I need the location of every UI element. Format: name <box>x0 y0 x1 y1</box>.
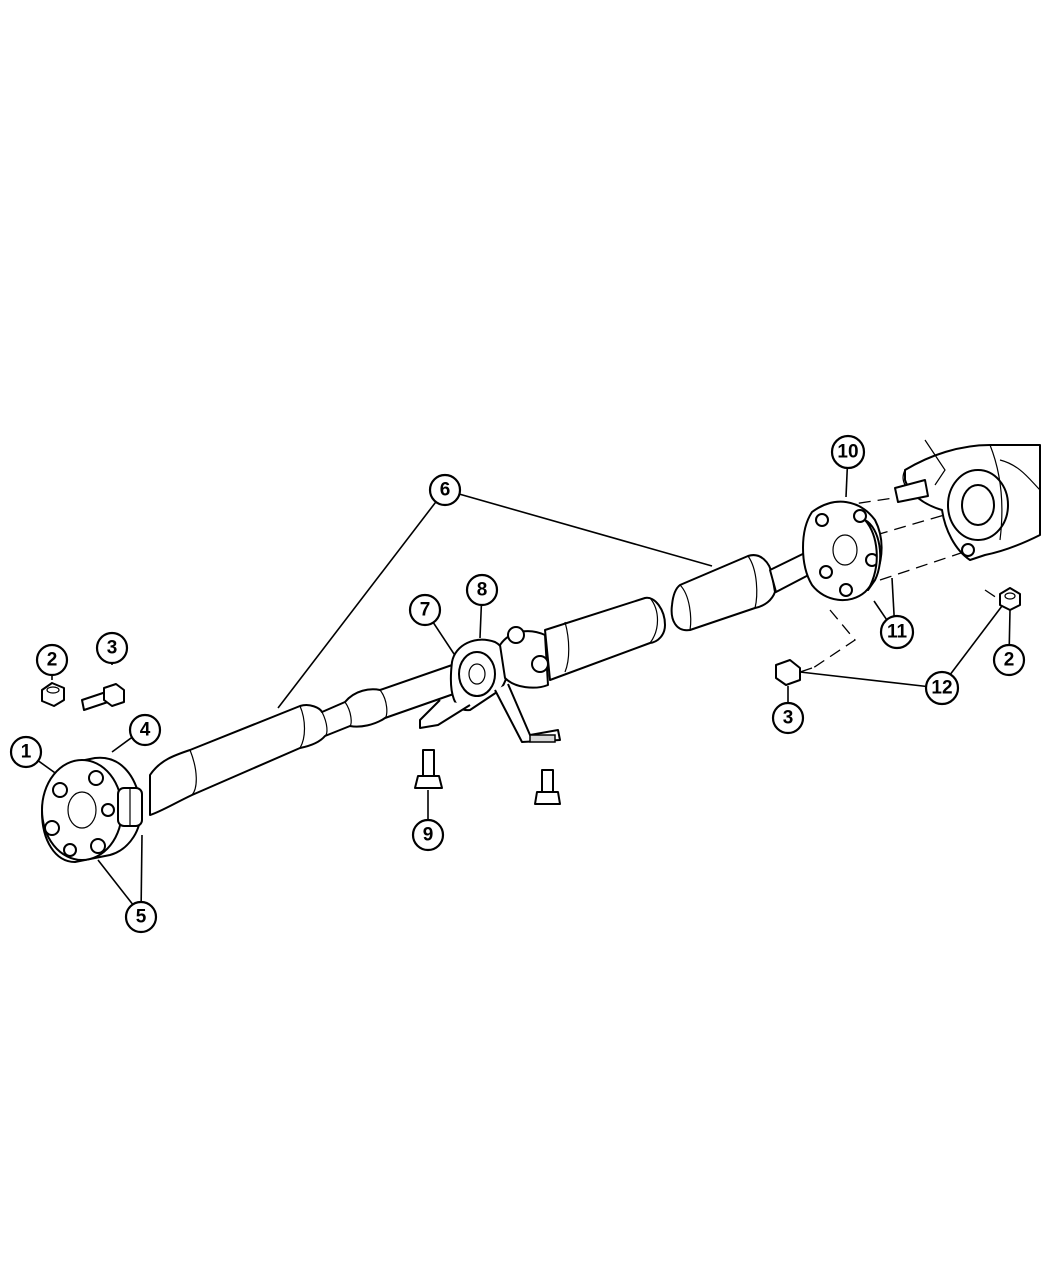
callout-2-rear-label: 2 <box>1004 650 1015 671</box>
callout-3-rear: 3 <box>771 701 805 735</box>
callout-2-front: 2 <box>35 643 69 677</box>
callout-7-label: 7 <box>420 600 431 621</box>
bolt-center-left <box>414 749 443 789</box>
callout-6: 6 <box>428 473 462 507</box>
center-bearing <box>419 638 561 743</box>
nut-front <box>41 682 65 707</box>
callout-11: 11 <box>879 614 915 650</box>
callout-2-front-label: 2 <box>47 650 58 671</box>
hardware <box>41 587 1021 805</box>
callout-10-label: 10 <box>837 442 858 463</box>
callout-8: 8 <box>465 573 499 607</box>
callout-4: 4 <box>128 713 162 747</box>
callout-3-front-label: 3 <box>107 638 118 659</box>
callout-5: 5 <box>124 900 158 934</box>
bolt-front <box>81 683 125 711</box>
callout-2-rear: 2 <box>992 643 1026 677</box>
callout-12-label: 12 <box>931 678 952 699</box>
rear-flex-disc <box>802 500 883 602</box>
callout-9: 9 <box>411 818 445 852</box>
callout-5-label: 5 <box>136 907 147 928</box>
callout-3-front: 3 <box>95 631 129 665</box>
callout-12: 12 <box>924 670 960 706</box>
rear-differential <box>894 439 1041 561</box>
bolt-center-right <box>534 769 561 805</box>
callout-4-label: 4 <box>140 720 151 741</box>
front-flex-disc <box>41 756 143 863</box>
callout-3-rear-label: 3 <box>783 708 794 729</box>
callout-11-label: 11 <box>887 622 908 643</box>
callout-8-label: 8 <box>477 580 488 601</box>
callout-7: 7 <box>408 593 442 627</box>
callout-9-label: 9 <box>423 825 434 846</box>
callout-1: 1 <box>9 735 43 769</box>
front-shaft <box>149 663 466 816</box>
callout-10: 10 <box>830 434 866 470</box>
nut-rear <box>999 587 1021 611</box>
callout-1-label: 1 <box>21 742 32 763</box>
callout-6-label: 6 <box>440 480 451 501</box>
bolt-rear <box>775 659 813 686</box>
